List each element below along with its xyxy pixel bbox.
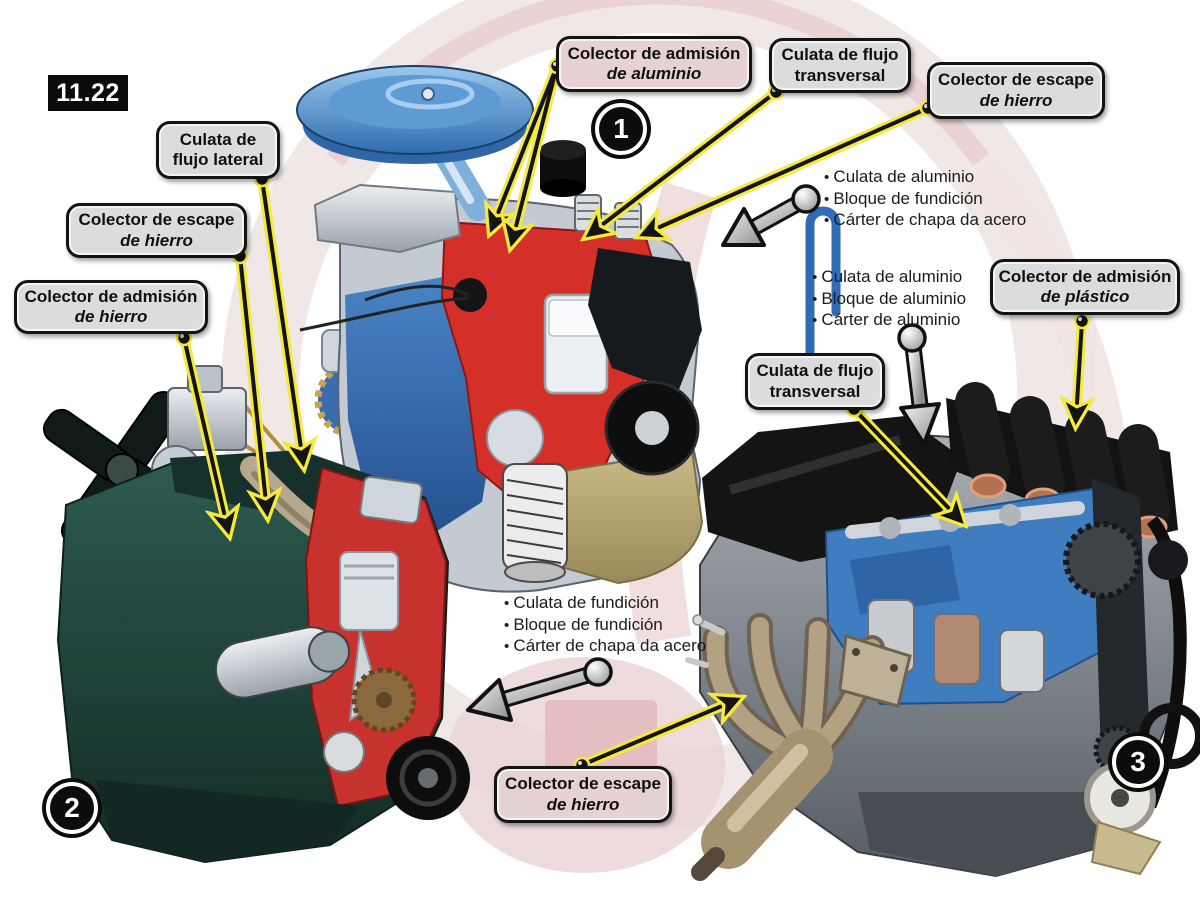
engine-1-badge: 1 [595, 103, 647, 155]
spec-item: Culata de aluminio [812, 266, 966, 288]
engine-2-badge: 2 [46, 782, 98, 834]
spec-item: Cárter de aluminio [812, 309, 966, 331]
callout-line: de hierro [120, 230, 193, 250]
callout-line: transversal [794, 65, 886, 85]
callout-line: Colector de escape [938, 70, 1094, 90]
spec-item: Culata de fundición [504, 592, 706, 614]
callout-line: de plástico [1040, 287, 1130, 306]
callout-connectors [175, 57, 1089, 774]
callout-line: de hierro [74, 307, 148, 326]
spec-item: Cárter de chapa da acero [504, 635, 706, 657]
spec-item: Bloque de fundición [504, 614, 706, 636]
gray-arrow-to-engine-1 [721, 184, 821, 247]
engine-2-illustration [43, 365, 470, 864]
callout-line: Colector de escape [505, 774, 661, 794]
spec-item: Bloque de fundición [824, 188, 1026, 210]
gray-arrow-to-engine-2 [466, 657, 613, 722]
callout-line: Culata de flujo [781, 45, 899, 65]
engine-3-badge: 3 [1112, 736, 1164, 788]
engine-3-illustration [699, 382, 1200, 878]
engine-2-spec-list: Culata de fundición Bloque de fundición … [504, 592, 706, 657]
callout-colector-escape-hierro-left: Colector de escape de hierro [66, 203, 247, 258]
callout-colector-admision-aluminio: Colector de admisión de aluminio [556, 36, 752, 92]
callout-culata-flujo-transversal-top: Culata de flujo transversal [769, 38, 911, 93]
callout-line: transversal [769, 381, 861, 401]
callout-line: Colector de escape [78, 210, 235, 230]
callout-line: Colector de admisión [567, 43, 741, 63]
spec-item: Bloque de aluminio [812, 288, 966, 310]
callout-culata-flujo-transversal-mid: Culata de flujo transversal [745, 353, 885, 410]
callout-colector-escape-hierro-bottom: Colector de escape de hierro [494, 766, 672, 823]
callout-line: de hierro [546, 794, 620, 814]
figure-number: 11.22 [48, 75, 128, 111]
callout-line: Culata de [179, 129, 257, 149]
callout-line: Culata de flujo [756, 361, 874, 381]
callout-line: de hierro [979, 90, 1053, 110]
callout-line: Colector de admisión [998, 266, 1172, 286]
callout-line: flujo lateral [172, 150, 264, 169]
engine-3-spec-list: Culata de aluminio Bloque de aluminio Cá… [812, 266, 966, 331]
spec-item: Cárter de chapa da acero [824, 209, 1026, 231]
spec-item: Culata de aluminio [824, 166, 1026, 188]
gray-arrow-to-engine-3 [897, 323, 941, 446]
engine-1-illustration [296, 65, 841, 593]
callout-line: de aluminio [606, 64, 702, 83]
callout-line: Colector de admisión [24, 286, 198, 306]
callout-culata-flujo-lateral: Culata de flujo lateral [156, 121, 280, 179]
callout-colector-admision-hierro: Colector de admisión de hierro [14, 280, 208, 334]
callout-colector-admision-plastico: Colector de admisión de plástico [990, 259, 1180, 315]
callout-colector-escape-hierro-top: Colector de escape de hierro [927, 62, 1105, 119]
engine-1-spec-list: Culata de aluminio Bloque de fundición C… [824, 166, 1026, 231]
